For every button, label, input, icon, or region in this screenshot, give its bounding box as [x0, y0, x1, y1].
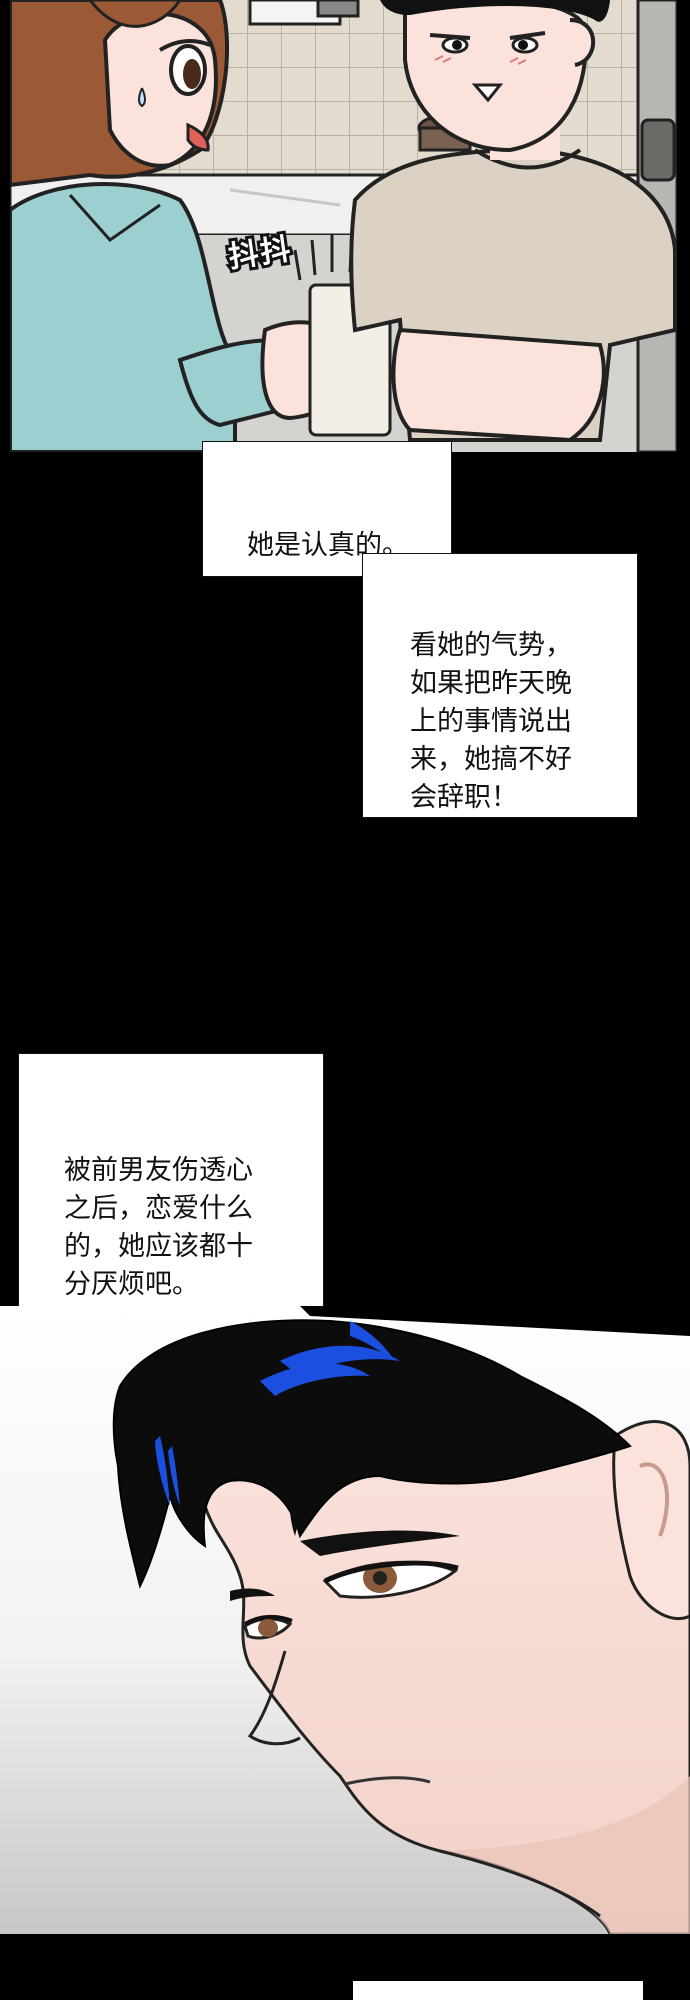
man-closeup-illustration — [0, 1306, 690, 1934]
caption-text-3: 被前男友伤透心 之后，恋爱什么 的，她应该都十 分厌烦吧。 — [64, 1155, 253, 1300]
panel-man-closeup — [0, 1306, 690, 1934]
sfx-shake-text: 抖抖 — [223, 229, 297, 279]
caption-text-2: 看她的气势， 如果把昨天晚 上的事情说出 来，她搞不好 会辞职！ — [410, 630, 572, 813]
caption-box-3: 被前男友伤透心 之后，恋爱什么 的，她应该都十 分厌烦吧。 — [18, 1053, 324, 1323]
kitchen-illustration — [10, 0, 677, 452]
caption-box-2: 看她的气势， 如果把昨天晚 上的事情说出 来，她搞不好 会辞职！ — [362, 553, 638, 818]
panel-kitchen-scene: 抖抖 — [10, 0, 677, 452]
next-panel-edge — [353, 1981, 643, 2000]
